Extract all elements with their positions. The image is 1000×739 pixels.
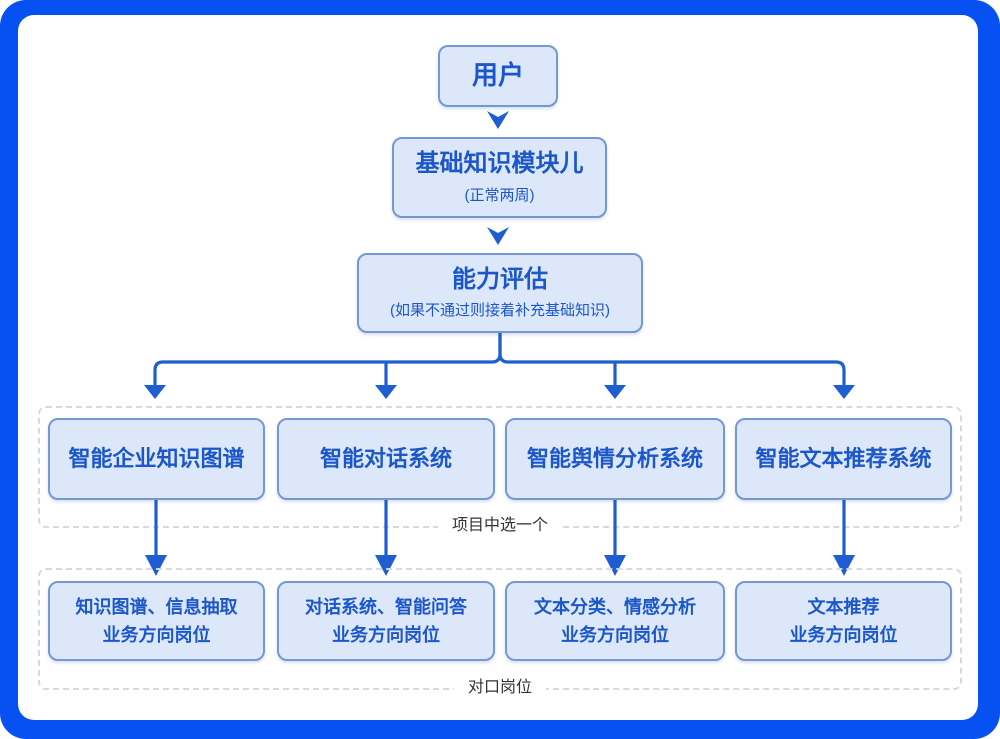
node-foundation-title: 基础知识模块儿 xyxy=(415,150,584,178)
job-line1: 知识图谱、信息抽取 xyxy=(75,597,238,617)
project-group: 项目中选一个 xyxy=(38,406,962,537)
node-project-knowledge-graph: 智能企业知识图谱 xyxy=(48,418,265,500)
node-user-title: 用户 xyxy=(471,60,524,91)
node-foundation: 基础知识模块儿 (正常两周) xyxy=(392,137,607,218)
branch-connector xyxy=(144,333,855,399)
job-line1: 对话系统、智能问答 xyxy=(305,597,467,617)
node-job-knowledge-graph: 知识图谱、信息抽取 业务方向岗位 xyxy=(48,581,265,661)
job-group-label: 对口岗位 xyxy=(453,677,547,699)
node-job-text-recommendation: 文本推荐 业务方向岗位 xyxy=(735,581,952,661)
node-assessment: 能力评估 (如果不通过则接着补充基础知识) xyxy=(357,253,643,333)
job-line2: 业务方向岗位 xyxy=(789,625,898,645)
node-job-text-classification: 文本分类、情感分析 业务方向岗位 xyxy=(505,581,725,661)
down-arrow-icon xyxy=(487,111,509,129)
arrow-head-icon xyxy=(145,555,167,576)
job-line2: 业务方向岗位 xyxy=(332,625,440,645)
arrow-head-icon xyxy=(604,385,626,399)
down-arrow-icon xyxy=(487,227,509,245)
node-project-text-recommendation: 智能文本推荐系统 xyxy=(735,418,952,500)
arrow-head-icon xyxy=(833,555,855,576)
arrow-head-icon xyxy=(604,555,626,576)
arrow-head-icon xyxy=(144,385,166,399)
job-group: 对口岗位 xyxy=(38,568,962,699)
node-foundation-subtitle: (正常两周) xyxy=(464,186,535,204)
arrow-head-icon xyxy=(375,385,397,399)
node-job-dialog-system: 对话系统、智能问答 业务方向岗位 xyxy=(277,581,495,661)
project-to-job-connectors xyxy=(145,500,855,576)
node-user: 用户 xyxy=(438,45,558,107)
job-line2: 业务方向岗位 xyxy=(102,625,211,645)
job-line2: 业务方向岗位 xyxy=(561,625,669,645)
job-line1: 文本分类、情感分析 xyxy=(534,597,696,617)
job-line1: 文本推荐 xyxy=(807,597,880,617)
project-group-label: 项目中选一个 xyxy=(437,515,563,537)
node-project-sentiment-analysis: 智能舆情分析系统 xyxy=(505,418,725,500)
node-assessment-title: 能力评估 xyxy=(452,265,548,293)
project-label: 智能文本推荐系统 xyxy=(755,445,932,471)
arrow-head-icon xyxy=(375,555,397,576)
node-project-dialog-system: 智能对话系统 xyxy=(277,418,495,500)
arrow-head-icon xyxy=(833,385,855,399)
project-label: 智能企业知识图谱 xyxy=(68,445,245,471)
project-label: 智能舆情分析系统 xyxy=(526,445,703,471)
node-assessment-subtitle: (如果不通过则接着补充基础知识) xyxy=(390,302,610,320)
project-label: 智能对话系统 xyxy=(319,445,452,471)
